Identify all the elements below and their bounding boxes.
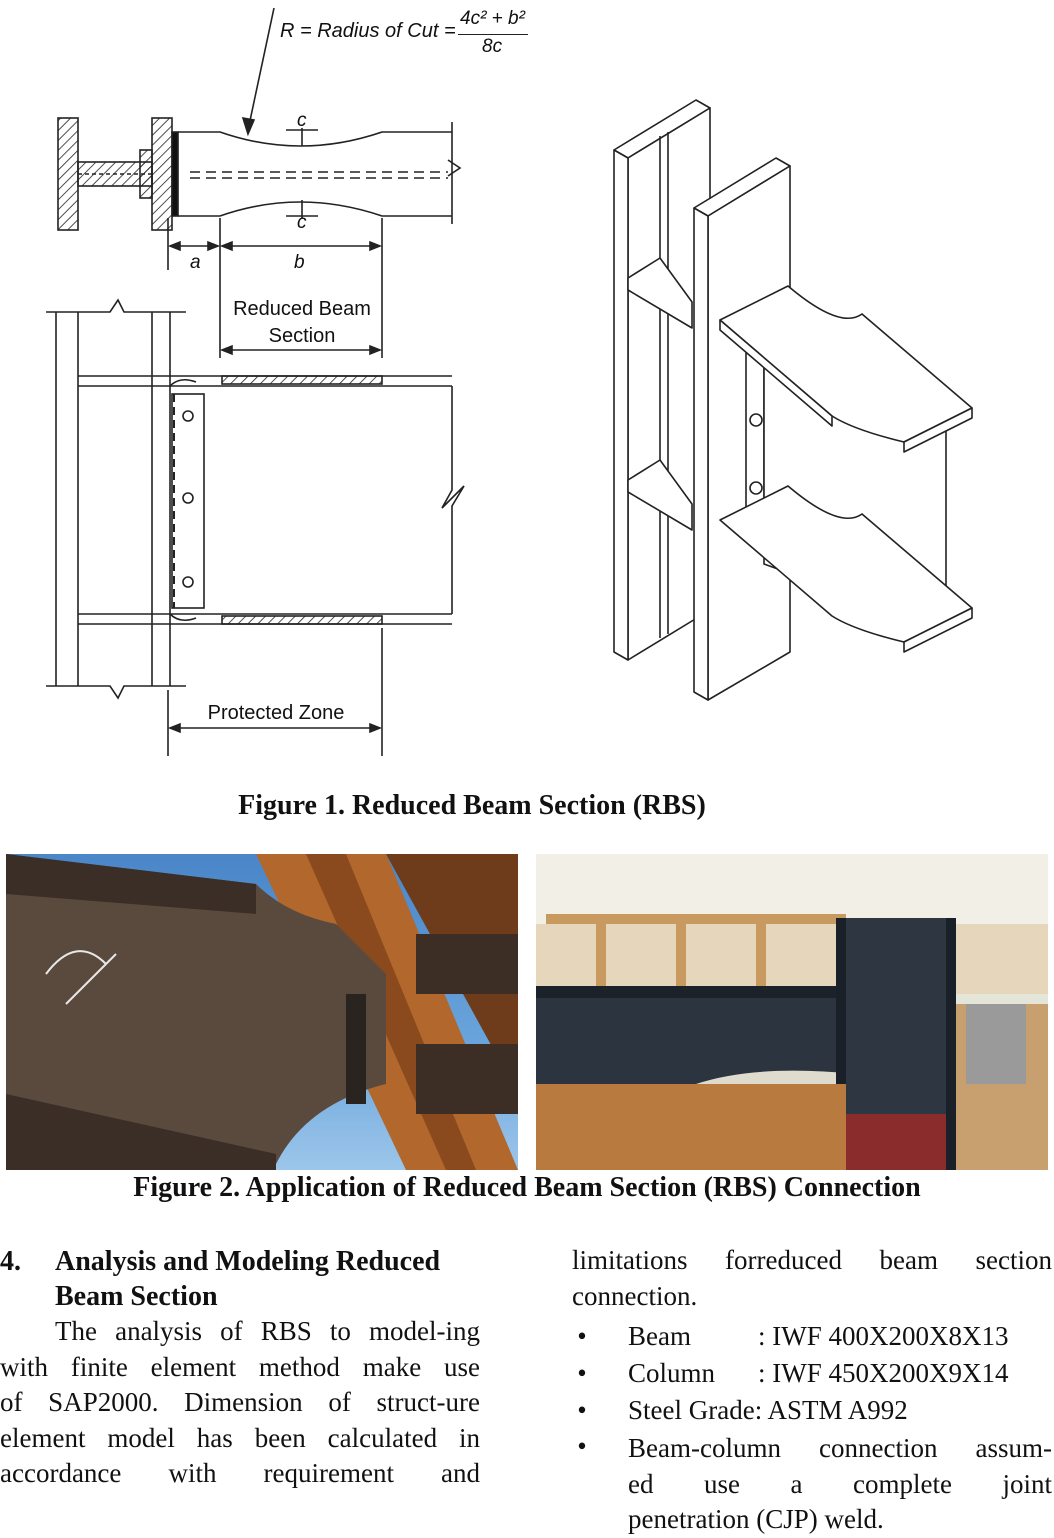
radius-formula-bar xyxy=(458,34,528,35)
spec-connection-line2: ed use a complete joint xyxy=(628,1468,1052,1499)
right-intro-line1: limitations forreduced beam section xyxy=(572,1245,1052,1275)
section-title: Analysis and Modeling Reduced Beam Secti… xyxy=(55,1244,480,1314)
spec-beam-label: Beam xyxy=(628,1321,691,1351)
spec-item-beam: • Beam : IWF 400X200X8X13 xyxy=(572,1318,1052,1355)
paragraph-line-5: accordance with requirement and xyxy=(0,1458,480,1488)
spec-column-label: Column xyxy=(628,1358,716,1388)
section-title-line2: Beam Section xyxy=(55,1281,218,1312)
label-c-bottom: c xyxy=(297,212,307,233)
paragraph-line-3: of SAP2000. Dimension of struct-ure xyxy=(0,1387,480,1417)
section-number: 4. xyxy=(0,1246,21,1277)
spec-item-connection: • Beam-column connection assum- ed use a… xyxy=(572,1429,1052,1538)
protected-zone-label: Protected Zone xyxy=(207,702,345,724)
section-title-line1: Analysis and Modeling Reduced xyxy=(55,1246,441,1277)
spec-connection-line3: penetration (CJP) weld. xyxy=(628,1504,884,1534)
specification-list: • Beam : IWF 400X200X8X13 • Column : IWF 4… xyxy=(572,1318,1052,1538)
paragraph-line-2: with finite element method make use xyxy=(0,1351,480,1382)
rbs-construction-photo-left xyxy=(6,854,518,1170)
label-b: b xyxy=(294,252,305,273)
rbs-plan-drawing xyxy=(46,7,465,756)
radius-formula-numerator: 4c² + b² xyxy=(460,8,525,29)
reduced-beam-section-label: Reduced Beam Section xyxy=(222,296,382,350)
label-c-top: c xyxy=(297,110,307,131)
section-paragraph: The analysis of RBS to model-ing with fi… xyxy=(0,1314,480,1492)
figure2-caption: Figure 2. Application of Reduced Beam Se… xyxy=(133,1172,921,1203)
bullet-symbol: • xyxy=(577,1395,587,1425)
paragraph-line-1: The analysis of RBS to model-ing xyxy=(55,1316,480,1346)
bullet-symbol: • xyxy=(577,1358,587,1388)
rbs-isometric-drawing xyxy=(613,99,973,701)
figure1-caption: Figure 1. Reduced Beam Section (RBS) xyxy=(238,790,706,821)
right-intro-line2: connection. xyxy=(572,1280,698,1311)
bullet-symbol: • xyxy=(577,1431,587,1461)
right-column-intro: limitations forreduced beam section conn… xyxy=(572,1243,1052,1314)
radius-formula-denominator: 8c xyxy=(482,36,503,57)
reduced-beam-section-line2: Section xyxy=(268,325,336,347)
paragraph-line-4: element model has been calculated in xyxy=(0,1422,480,1453)
rbs-construction-photo-right xyxy=(536,854,1048,1170)
spec-steel-grade: Steel Grade: ASTM A992 xyxy=(628,1395,908,1425)
spec-column-value: : IWF 450X200X9X14 xyxy=(758,1358,1009,1388)
radius-formula-label: R = Radius of Cut = xyxy=(280,20,456,42)
label-a: a xyxy=(190,252,201,273)
spec-item-steel-grade: • Steel Grade: ASTM A992 xyxy=(572,1392,1052,1429)
section-heading: 4. Analysis and Modeling Reduced Beam Se… xyxy=(0,1244,480,1314)
spec-beam-value: : IWF 400X200X8X13 xyxy=(758,1321,1009,1351)
bullet-symbol: • xyxy=(577,1321,587,1351)
reduced-beam-section-line1: Reduced Beam xyxy=(233,298,371,320)
spec-item-column: • Column : IWF 450X200X9X14 xyxy=(572,1355,1052,1392)
spec-connection-line1: Beam-column connection assum- xyxy=(628,1433,1052,1463)
